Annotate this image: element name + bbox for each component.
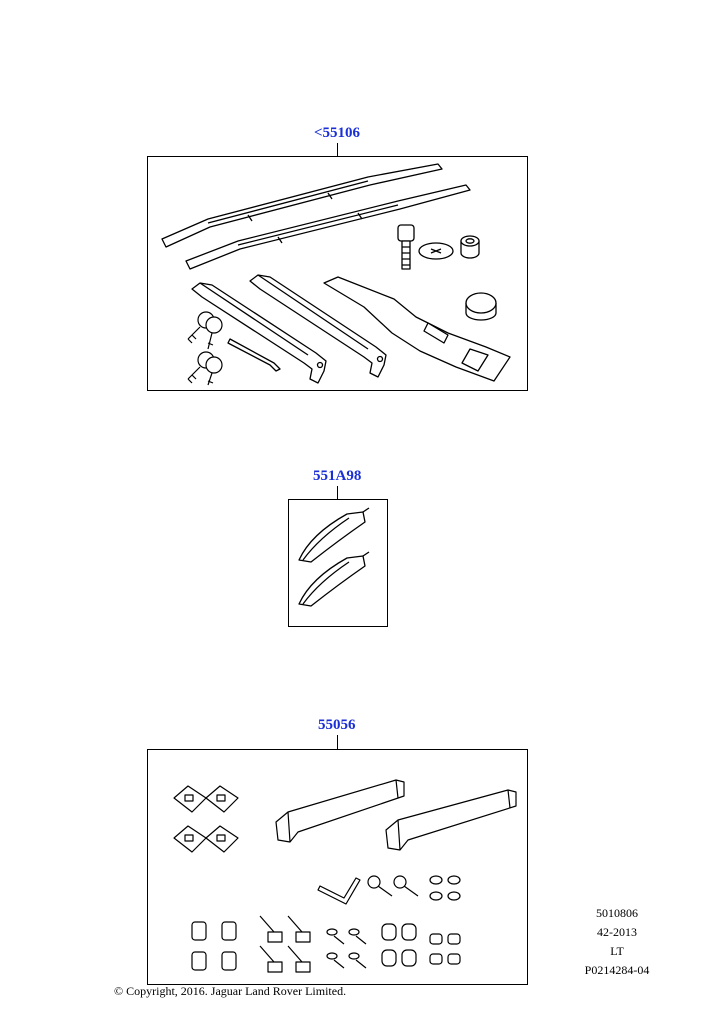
- spacer-illustration: [381, 923, 417, 967]
- reference-market: LT: [610, 944, 624, 958]
- screw-illustration: [326, 928, 367, 969]
- reference-code: 5010806: [596, 906, 638, 920]
- callout-leader: [337, 735, 338, 749]
- clamp-illustration: [191, 921, 237, 971]
- reference-block: 5010806 42-2013 LT P0214284-04: [572, 904, 662, 980]
- rubber-pad-illustration: [173, 825, 207, 853]
- reference-date: 42-2013: [597, 925, 637, 939]
- diagram-panel-cross-bar-kit: [147, 749, 528, 985]
- key-set-illustration: [187, 351, 223, 386]
- roof-rail-kit-illustration: [161, 163, 511, 386]
- key-set-illustration: [367, 875, 419, 897]
- end-cover-illustration: [298, 507, 370, 563]
- diagram-panel-end-covers: [288, 499, 388, 627]
- end-cover-illustration: [298, 507, 370, 607]
- cross-bar-illustration: [249, 274, 387, 378]
- cross-bar-illustration: [191, 282, 327, 384]
- spacer-illustration: [460, 235, 480, 259]
- callout-link-551a98[interactable]: 551A98: [313, 468, 362, 484]
- bolt-illustration: [397, 224, 415, 270]
- diagram-panel-roof-rails: [147, 156, 528, 391]
- rubber-pad-illustration: [173, 785, 207, 813]
- end-cover-illustration: [298, 551, 370, 607]
- cross-bar-illustration: [385, 789, 517, 851]
- rubber-pad-illustration: [205, 785, 239, 813]
- cross-bar-kit-illustration: [173, 779, 517, 973]
- strap-illustration: [323, 276, 511, 382]
- cross-bar-illustration: [275, 779, 405, 843]
- hex-key-illustration: [227, 338, 281, 372]
- callout-leader: [337, 486, 338, 499]
- nut-set-illustration: [429, 875, 461, 901]
- callout-leader: [337, 143, 338, 156]
- callout-link-55106[interactable]: <55106: [314, 125, 361, 141]
- callout-link-55056[interactable]: 55056: [318, 717, 356, 733]
- cap-illustration: [465, 292, 497, 321]
- rubber-pad-illustration: [205, 825, 239, 853]
- copyright-notice: © Copyright, 2016. Jaguar Land Rover Lim…: [114, 984, 347, 998]
- reference-illustration-id: P0214284-04: [584, 963, 650, 977]
- key-set-illustration: [187, 311, 223, 350]
- side-rail-illustration: [161, 163, 443, 248]
- hex-key-illustration: [317, 877, 361, 905]
- nut-set-illustration: [429, 933, 461, 965]
- washer-illustration: [418, 242, 454, 260]
- side-rail-illustration: [185, 184, 471, 270]
- bolt-illustration: [259, 915, 311, 973]
